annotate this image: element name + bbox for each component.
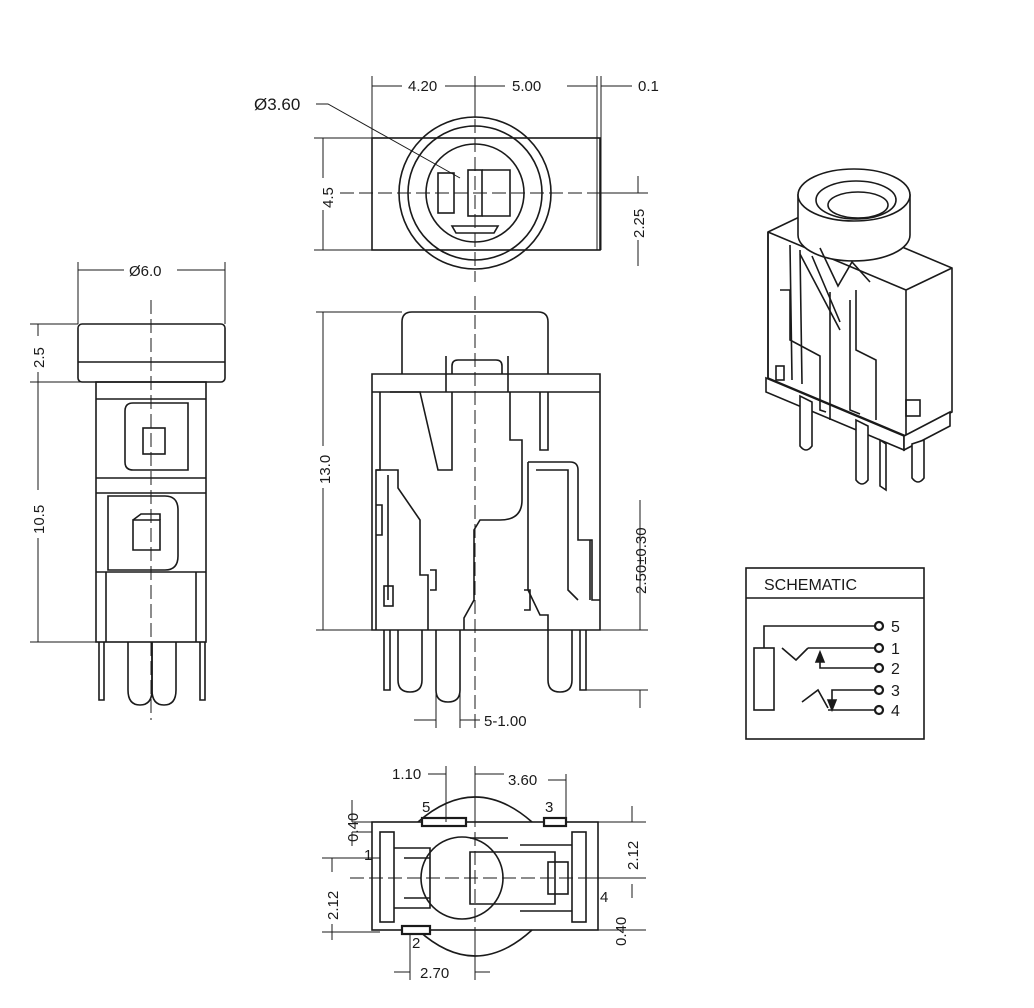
dim-bottom-right-small: 0.40 xyxy=(613,917,630,946)
dim-bottom-left-offset: 2.12 xyxy=(325,891,342,920)
schematic-pin-1: 1 xyxy=(891,641,900,658)
schematic-pin-3: 3 xyxy=(891,683,900,700)
dim-total-height: 13.0 xyxy=(317,455,334,484)
dim-offset-right: 2.25 xyxy=(631,209,648,238)
dim-pin-pitch: 5-1.00 xyxy=(484,713,527,730)
front-view xyxy=(316,296,648,730)
schematic-pin-4: 4 xyxy=(891,703,900,720)
dim-body-height-side: 10.5 xyxy=(31,505,48,534)
dim-bottom-left-small: 0.40 xyxy=(345,813,362,842)
schematic-pin-2: 2 xyxy=(891,661,900,678)
dim-body-dia: Ø6.0 xyxy=(129,263,162,280)
dim-cap-height: 2.5 xyxy=(31,347,48,368)
pin-label-1: 1 xyxy=(364,847,372,864)
dim-top-left: 4.20 xyxy=(408,78,437,95)
pin-label-4: 4 xyxy=(600,889,608,906)
pin-label-2: 2 xyxy=(412,935,420,952)
schematic-box xyxy=(745,567,925,740)
dim-pin-tolerance: 2.50±0.30 xyxy=(633,527,650,594)
dim-bottom-pitch: 2.70 xyxy=(420,965,449,982)
top-view xyxy=(314,76,648,282)
bottom-view xyxy=(322,766,646,982)
dim-bottom-right-width: 3.60 xyxy=(508,772,537,789)
isometric-view xyxy=(765,168,953,492)
dim-height-front: 4.5 xyxy=(320,187,337,208)
dim-bottom-right-offset: 2.12 xyxy=(625,841,642,870)
dim-hole-dia: Ø3.60 xyxy=(254,95,300,114)
dim-top-mid: 5.00 xyxy=(512,78,541,95)
pin-label-3: 3 xyxy=(545,799,553,816)
dim-bottom-left-width: 1.10 xyxy=(392,766,421,783)
schematic-pin-5: 5 xyxy=(891,619,900,636)
pin-label-5: 5 xyxy=(422,799,430,816)
schematic-title: SCHEMATIC xyxy=(764,577,857,594)
side-view xyxy=(30,262,226,720)
dim-top-right: 0.1 xyxy=(638,78,659,95)
